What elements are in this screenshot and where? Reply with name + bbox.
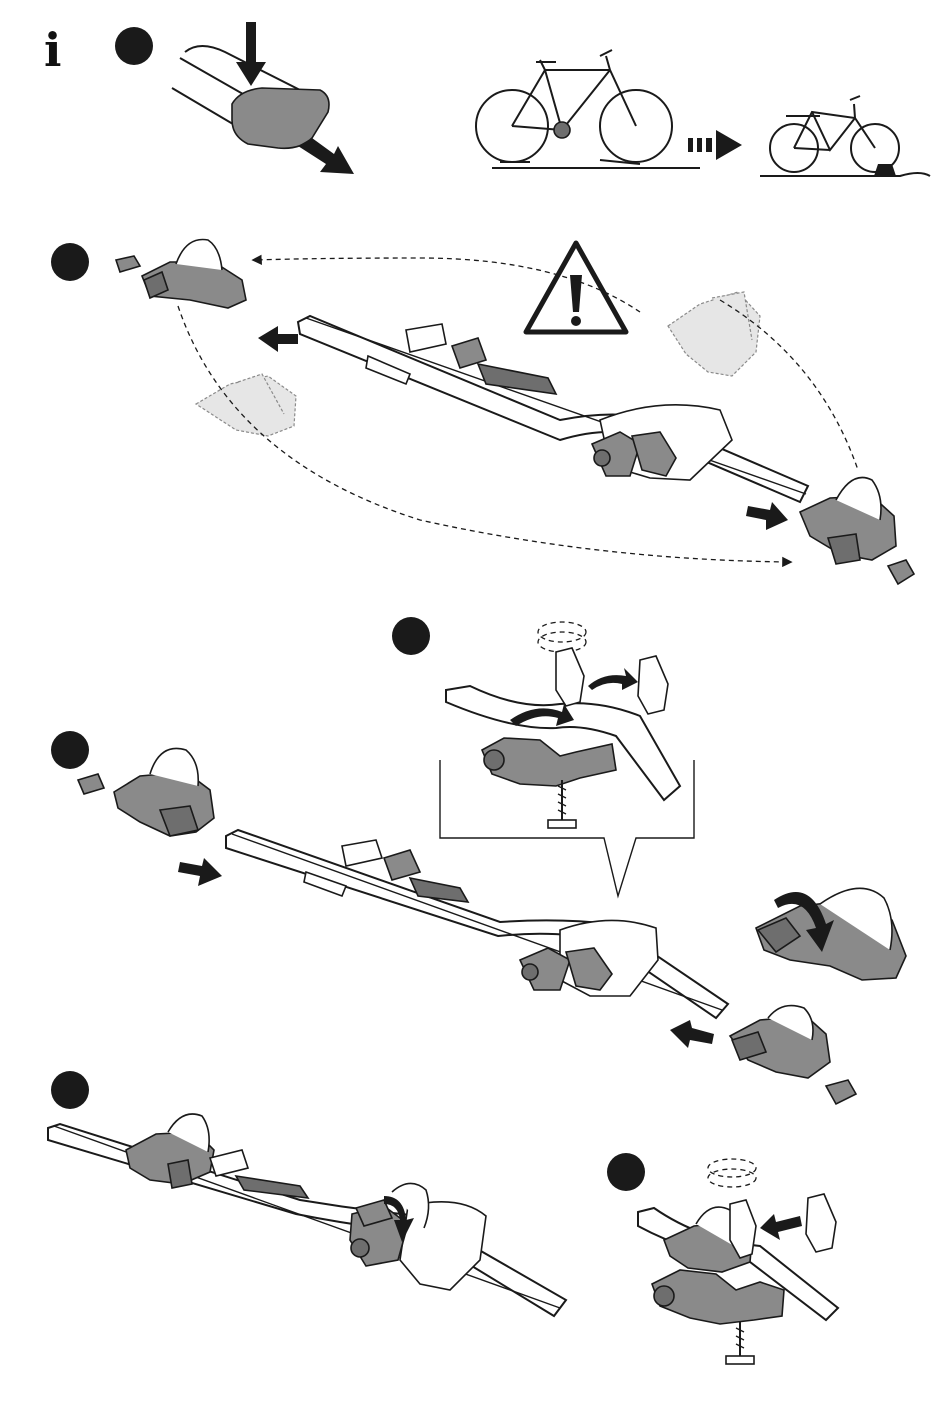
info-icon: i: [44, 23, 61, 77]
step-5-badge: [51, 1071, 89, 1109]
t-bolt: [548, 780, 576, 828]
bicycle-icon-small: [760, 96, 930, 176]
step-5-group: [48, 1071, 566, 1316]
slide-in-arrow-left: [670, 1020, 714, 1048]
step-3-group: [392, 617, 694, 896]
step-2-group: [51, 240, 914, 585]
t-bolt-2: [726, 1322, 754, 1364]
step-1-badge: [115, 27, 153, 65]
wheel-holder-left: [116, 240, 246, 309]
wheel-holder-right: [800, 478, 914, 585]
ghost-holder-left: [196, 374, 296, 436]
step-3-badge: [392, 617, 430, 655]
ghost-holder-right: [668, 292, 760, 376]
bicycle-icon: [476, 50, 700, 168]
slide-out-arrow-left: [258, 326, 298, 352]
warning-triangle-icon: [526, 243, 626, 332]
step-6-badge: [607, 1153, 645, 1191]
pull-arrow-icon: [298, 138, 354, 174]
step-2-badge: [51, 243, 89, 281]
wheel-holder-right-2: [730, 1006, 856, 1104]
step-6-group: [607, 1153, 838, 1364]
bike-carrier-rail-2: [226, 830, 728, 1018]
dashed-arrow-right-icon: [688, 130, 742, 160]
slide-in-arrow-right: [178, 858, 222, 886]
knob-part-incoming: [806, 1194, 836, 1252]
down-arrow-icon: [236, 22, 266, 86]
slide-out-arrow-right: [746, 502, 788, 530]
info-symbol: i: [44, 23, 61, 77]
bike-carrier-rail-assembled: [48, 1114, 566, 1316]
knob-part: [556, 648, 584, 706]
step-4-group: [51, 731, 906, 1104]
insert-arrow-icon: [760, 1214, 802, 1240]
step-4-badge: [51, 731, 89, 769]
wheel-holder-left-2: [78, 748, 214, 836]
curved-arrow-icon: [588, 668, 638, 690]
step-1-group: [115, 22, 354, 174]
rotate-icon-2: [708, 1159, 756, 1187]
rotate-icon: [538, 622, 586, 652]
knob-part-removed: [638, 656, 668, 714]
